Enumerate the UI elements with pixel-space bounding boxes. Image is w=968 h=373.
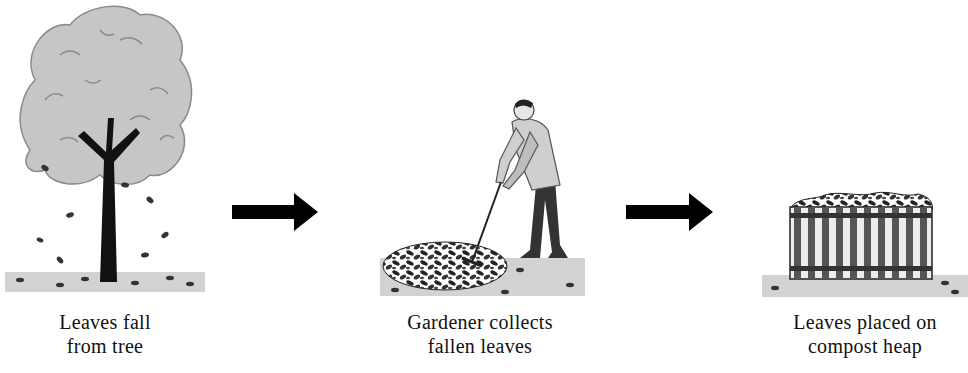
flow-arrow — [232, 193, 318, 231]
gardener-illustration-part — [501, 290, 509, 294]
flow-arrow — [626, 193, 713, 231]
compost-illustration — [762, 192, 968, 297]
gardener-illustration-part — [514, 100, 534, 120]
gardener-illustration-part — [472, 182, 501, 262]
compost-illustration-part — [941, 281, 949, 285]
gardener-illustration-part — [520, 180, 568, 258]
gardener-illustration-part — [516, 268, 524, 272]
stage-caption: Gardener collects fallen leaves — [396, 310, 564, 358]
tree-illustration-part — [60, 137, 78, 142]
tree-illustration-part — [36, 237, 44, 244]
tree-illustration-part — [130, 116, 150, 120]
compost-illustration-part — [771, 281, 959, 294]
tree-illustration-part — [160, 231, 169, 240]
tree-illustration-part — [85, 80, 101, 83]
stage-panel: Leaves placed on compost heap — [717, 0, 968, 373]
tree-illustration-part — [131, 281, 139, 285]
tree-illustration — [5, 6, 205, 292]
tree-illustration-part — [120, 38, 142, 44]
tree-illustration-part — [65, 211, 74, 218]
gardener-illustration-part — [566, 283, 574, 287]
tree-illustration-part — [40, 164, 49, 172]
stage-caption: Leaves fall from tree — [46, 310, 164, 358]
tree-illustration-part — [150, 88, 168, 94]
gardener-illustration — [380, 100, 585, 296]
tree-illustration-part — [56, 255, 65, 264]
gardener-illustration-part — [512, 119, 560, 190]
compost-illustration-part — [790, 213, 932, 218]
gardener-illustration-part — [515, 100, 533, 108]
tree-illustration-part — [81, 277, 89, 281]
tree-illustration-part — [78, 118, 140, 282]
tree-illustration-part — [16, 164, 194, 287]
tree-illustration-part — [166, 276, 174, 280]
tree-illustration-part — [56, 283, 64, 287]
gardener-illustration-part — [391, 268, 574, 294]
compost-illustration-part — [790, 266, 932, 271]
tree-illustration-part — [45, 94, 63, 100]
stage-panel: Leaves fall from tree — [0, 0, 228, 373]
gardener-illustration-part — [462, 258, 482, 266]
tree-illustration-part — [121, 182, 130, 188]
tree-illustration-part — [16, 278, 24, 282]
compost-illustration-part — [951, 290, 959, 294]
compost-illustration-part — [771, 286, 779, 290]
tree-illustration-part — [100, 30, 114, 35]
gardener-illustration-part — [503, 132, 538, 189]
compost-illustration-part — [790, 207, 932, 279]
tree-illustration-part — [141, 252, 150, 258]
tree-illustration-part — [145, 196, 154, 205]
tree-illustration-part — [160, 135, 174, 140]
stage-caption: Leaves placed on compost heap — [786, 310, 944, 358]
stage-panel: Gardener collects fallen leaves — [322, 0, 622, 373]
gardener-illustration-part — [383, 242, 507, 290]
tree-illustration-part — [60, 51, 80, 55]
gardener-illustration-part — [391, 288, 399, 292]
tree-illustration-part — [186, 282, 194, 286]
